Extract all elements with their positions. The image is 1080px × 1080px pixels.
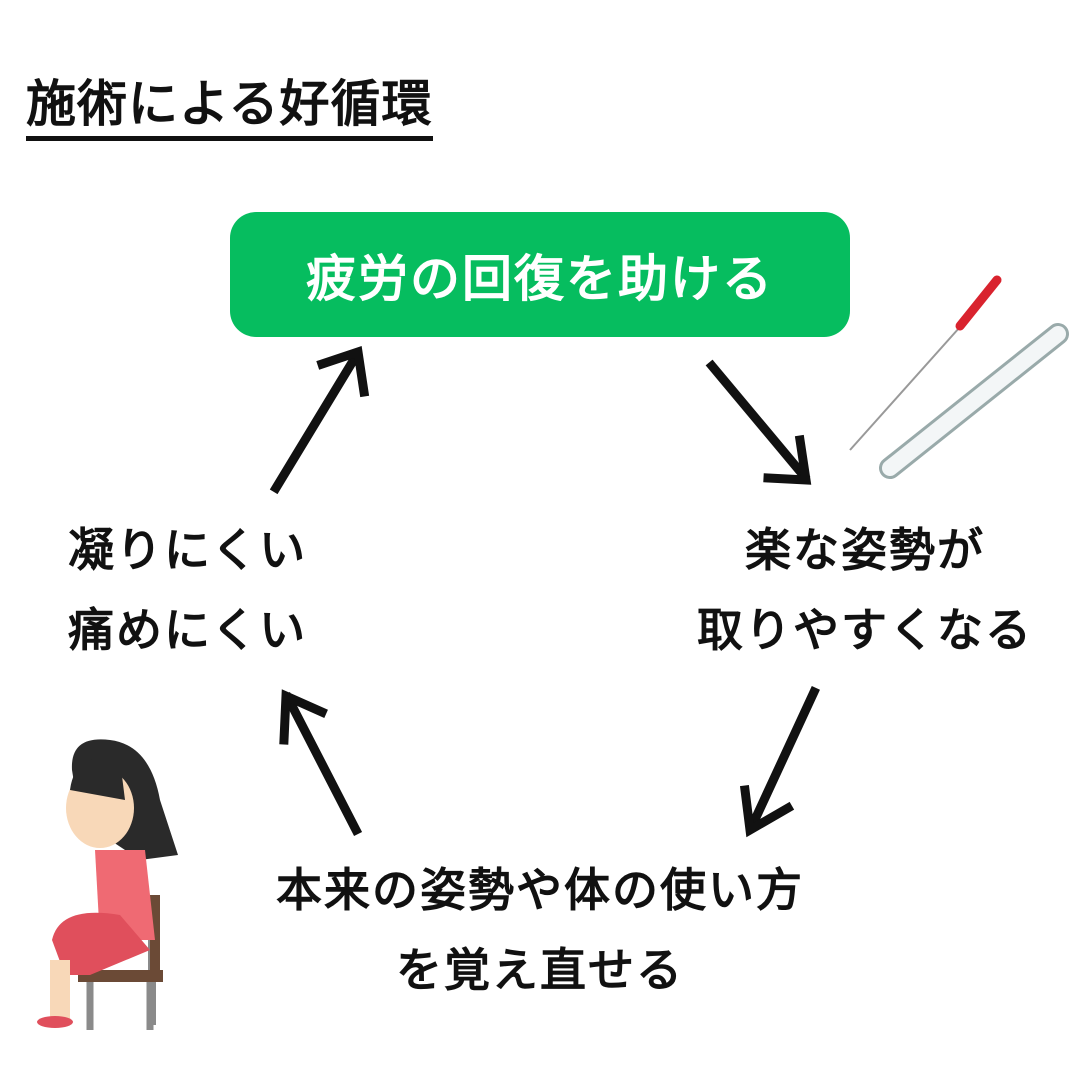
arrow-up-left-icon: [279, 689, 363, 837]
step-recovery-label: 疲労の回復を助ける: [306, 249, 774, 308]
acupuncture-needle-icon: [849, 275, 1069, 479]
arrow-up-right-icon: [269, 346, 370, 495]
step-relearn-line1: 本来の姿勢や体の使い方: [276, 863, 804, 917]
step-posture-line1: 楽な姿勢が: [745, 523, 985, 577]
seated-woman-illustration: [37, 739, 178, 1030]
step-prevention-line2: 痛めにくい: [68, 603, 308, 657]
step-posture: 楽な姿勢が 取りやすくなる: [660, 510, 1070, 670]
step-prevention-line1: 凝りにくい: [68, 523, 308, 577]
step-prevention: 凝りにくい 痛めにくい: [68, 510, 307, 670]
step-relearn-line2: を覚え直せる: [396, 943, 684, 997]
step-posture-line2: 取りやすくなる: [697, 603, 1033, 657]
step-relearn: 本来の姿勢や体の使い方 を覚え直せる: [140, 850, 940, 1010]
step-recovery-box: 疲労の回復を助ける: [230, 212, 850, 337]
page-title: 施術による好循環: [26, 72, 433, 141]
arrow-down-right-icon: [705, 359, 812, 485]
arrow-down-left-icon: [739, 686, 820, 838]
